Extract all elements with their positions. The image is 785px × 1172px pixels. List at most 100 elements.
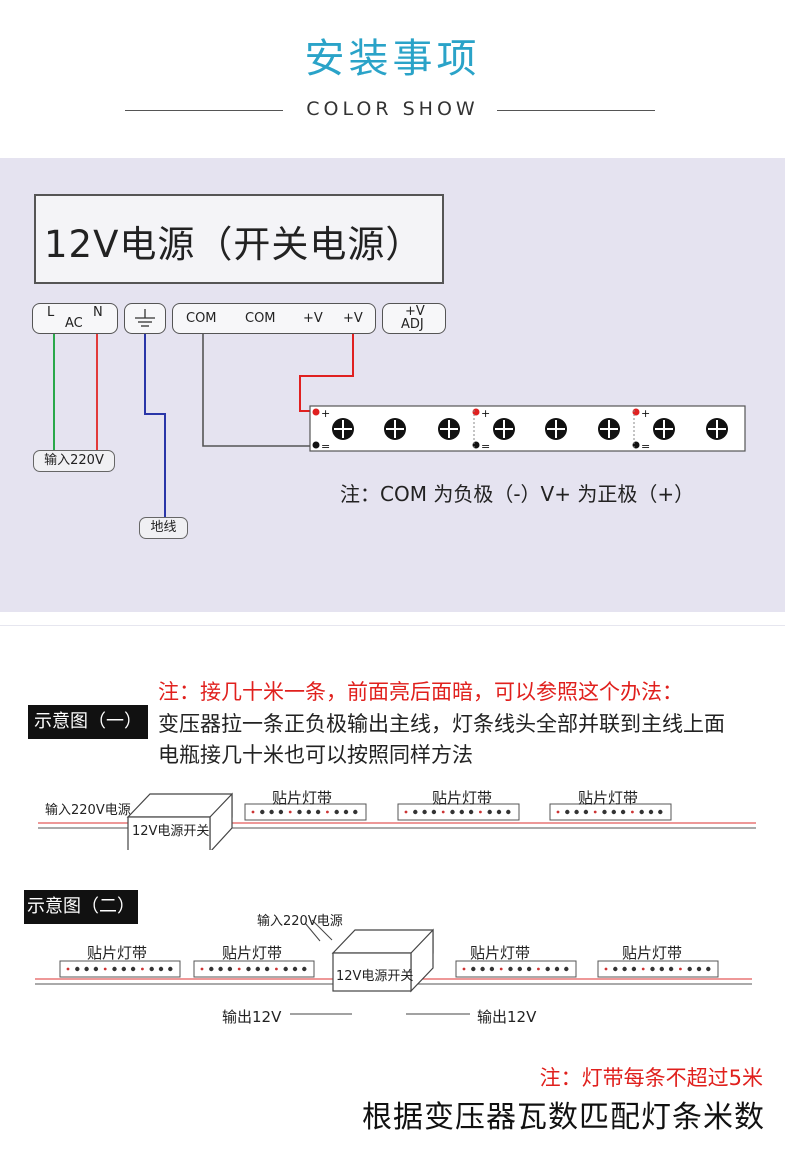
d1-strip-3 [549,803,672,821]
mini-led [613,966,618,972]
mini-led [353,809,358,815]
long-run-note: 注：接几十米一条，前面亮后面暗，可以参照这个办法： [158,680,683,704]
mini-led [302,966,307,972]
mini-led [622,966,627,972]
power-supply-box [34,194,444,284]
d1-strip-1-label: 贴片灯带 [272,789,333,807]
mini-led [255,966,260,972]
ground-wire [144,334,166,518]
strip-length-note: 注：灯带每条不超过5米 [539,1066,763,1090]
com-wire [202,334,315,447]
ground-label: 地线 [139,517,188,539]
d2-input-lead-2 [311,919,333,941]
mini-led [431,809,437,815]
mini-led [413,809,418,815]
mini-led [706,966,711,972]
terminal-v-2: +V [343,311,363,326]
terminal-com-2: COM [245,311,276,326]
diagram-2 [35,919,752,1015]
mini-led [602,809,607,815]
input-220v-label: 输入220V [33,450,115,472]
mini-led [218,966,223,972]
mini-led [679,967,682,971]
power-supply-label: 12V电源（开关电源） [44,223,424,266]
d2-input-lead-1 [304,922,321,942]
mini-led [326,810,329,814]
plus-pad [312,408,320,416]
mini-led [696,966,702,972]
d1-strip-1 [244,803,367,821]
minus-mark: = [481,440,490,453]
mini-led [468,809,474,815]
mini-led [487,809,492,815]
mini-led [564,966,569,972]
d1-strip-2 [397,803,520,821]
mini-led [121,966,127,972]
d2-strip-3 [455,960,577,978]
mini-led [593,810,597,814]
terminal-ac: AC [65,316,83,331]
mini-led [508,966,513,972]
mini-led [288,810,292,814]
mini-led [462,967,466,971]
mini-led [315,809,321,815]
terminal-l: L [47,305,55,320]
mini-led [237,967,241,971]
mini-led [278,809,284,815]
plus-mark: + [321,407,330,420]
ground-icon [135,309,155,327]
minus-pad [312,441,320,449]
d2-strip-4 [597,960,719,978]
mini-led [565,809,570,815]
mini-led [459,809,464,815]
minus-mark: = [321,440,330,453]
mini-led [554,966,560,972]
mini-led [506,809,511,815]
d1-strip-2-label: 贴片灯带 [432,789,493,807]
diagram-1-tag: 示意图（一） [28,705,148,739]
mini-led [611,809,616,815]
led-strip-svg: +=+=+= [312,407,728,453]
mini-led [450,809,455,815]
mini-led [269,809,274,815]
d1-strip-3-label: 贴片灯带 [578,789,639,807]
mini-led [441,810,445,814]
mini-led [66,967,70,971]
mini-led [149,966,154,972]
mini-led [227,966,233,972]
adj-terminal: +V ADJ [382,303,446,334]
terminal-adj-v: +V [405,304,425,319]
d1-input-label: 输入220V电源 [45,803,131,818]
mini-led [641,967,645,971]
plus-mark: + [641,407,650,420]
final-statement: 根据变压器瓦数匹配灯条米数 [362,1100,765,1135]
mini-led [639,809,644,815]
mini-led [75,966,80,972]
mini-led [200,967,204,971]
mini-led [496,809,502,815]
plus-mark: + [481,407,490,420]
mini-led [334,809,339,815]
d2-led-dots [66,966,711,972]
mini-led [306,809,311,815]
mini-led [648,809,654,815]
d2-strip-3-label: 贴片灯带 [470,944,531,962]
mini-led [659,966,664,972]
mini-led [130,966,136,972]
mini-led [526,966,532,972]
mini-led [604,967,608,971]
d2-input-label: 输入220V电源 [257,914,343,929]
mini-led [422,809,427,815]
mini-led [297,809,302,815]
mini-led [668,966,674,972]
diagram-1 [38,792,756,850]
mini-led [583,809,589,815]
page-subtitle: COLOR SHOW [306,98,479,120]
ac-terminal: L AC N [32,303,118,334]
mini-led [246,966,251,972]
d2-output-left: 输出12V [222,1008,282,1026]
mini-led [264,966,270,972]
mini-led [545,966,550,972]
d1-box-label: 12V电源开关 [132,824,210,839]
d1-box-front [127,816,211,850]
